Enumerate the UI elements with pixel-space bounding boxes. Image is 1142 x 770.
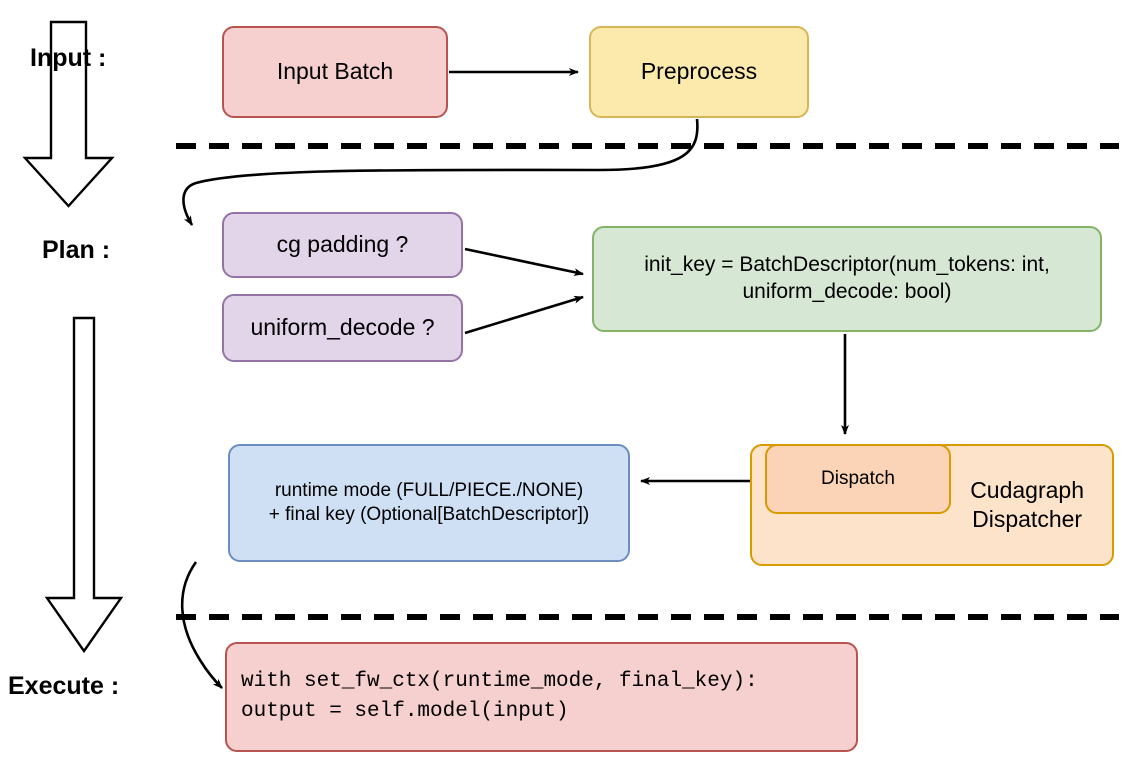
stage-label-plan: Plan : [42, 236, 111, 264]
edge-cg-padding-to-init-key [464, 247, 584, 277]
node-input-batch[interactable]: Input Batch [222, 26, 448, 118]
node-runtime-mode[interactable]: runtime mode (FULL/PIECE./NONE) + final … [228, 444, 630, 562]
edge-preprocess-to-cg-padding [182, 118, 699, 226]
edge-runtime-mode-to-code-block [180, 561, 223, 689]
stage-label-input: Input : [30, 44, 107, 72]
node-dispatch[interactable]: Dispatch [765, 444, 951, 514]
plan-to-execute-arrow [44, 316, 124, 654]
node-init-key[interactable]: init_key = BatchDescriptor(num_tokens: i… [592, 226, 1102, 332]
edge-uniform-decode-to-init-key [464, 295, 584, 335]
stage-label-execute: Execute : [8, 672, 120, 700]
node-code-block[interactable]: with set_fw_ctx(runtime_mode, final_key)… [225, 642, 858, 752]
node-uniform-decode[interactable]: uniform_decode ? [222, 294, 463, 362]
node-preprocess[interactable]: Preprocess [589, 26, 809, 118]
node-cg-padding[interactable]: cg padding ? [222, 212, 463, 278]
